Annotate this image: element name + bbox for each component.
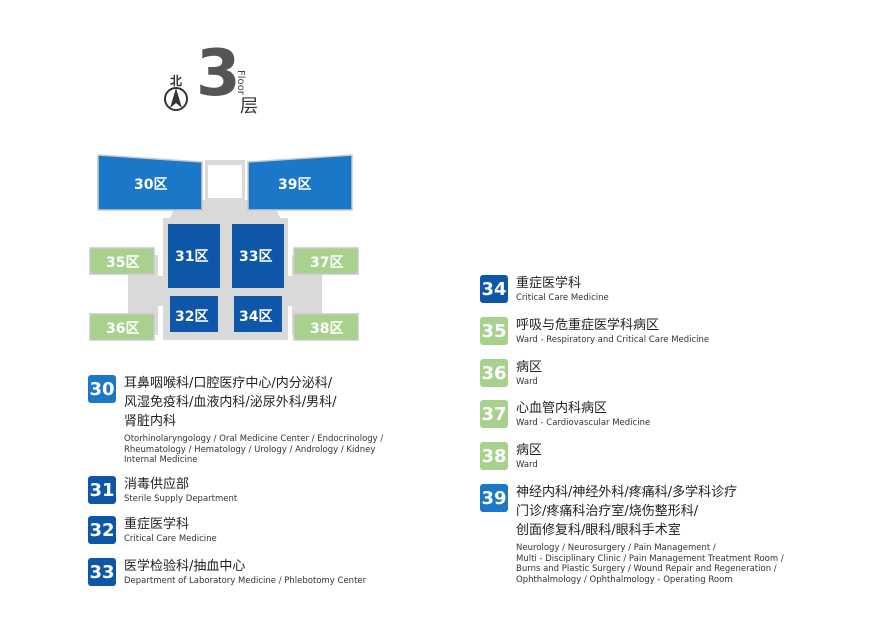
legend-badge: 36 [480, 359, 508, 387]
legend-badge: 34 [480, 275, 508, 303]
legend-cn: 神经内科/神经外科/疼痛科/多学科诊疗 [516, 485, 738, 500]
zone-37-label: 37区 [310, 255, 344, 271]
legend-en: Internal Medicine [124, 455, 198, 465]
legend-en: Neurology / Neurosurgery / Pain Manageme… [516, 543, 716, 553]
legend-en: Ophthalmology / Ophthalmology - Operatin… [516, 574, 733, 585]
legend-cn: 病区 [516, 360, 543, 375]
legend-cn: 医学检验科/抽血中心 [124, 559, 246, 574]
zone-36-shape [89, 313, 155, 341]
zone-38-shape [293, 313, 359, 341]
legend-item-37: 37 心血管内科病区 Ward - Cardiovascular Medicin… [480, 400, 650, 429]
legend-cn: 门诊/疼痛科治疗室/烧伤整形科/ [516, 504, 699, 519]
legend-en: Multi - Disciplinary Clinic / Pain Manag… [516, 553, 784, 564]
legend-en: Department of Laboratory Medicine / Phle… [124, 576, 367, 586]
zone-34-label: 34区 [239, 309, 273, 325]
legend-badge: 33 [88, 558, 116, 586]
zone-35-label: 35区 [106, 255, 140, 271]
floor-cn: 层 [240, 96, 258, 117]
legend-cn: 消毒供应部 [124, 477, 190, 492]
legend-item-33: 33 医学检验科/抽血中心 Department of Laboratory M… [88, 558, 366, 587]
legend-item-31: 31 消毒供应部 Sterile Supply Department [88, 476, 237, 505]
legend-cn: 耳鼻咽喉科/口腔医疗中心/内分泌科/ [124, 376, 333, 391]
legend-badge: 38 [480, 442, 508, 470]
legend-en: Burns and Plastic Surgery / Wound Repair… [516, 564, 777, 574]
legend-item-30: 30 耳鼻咽喉科/口腔医疗中心/内分泌科/ 风湿免疫科/血液内科/泌尿外科/男科… [88, 375, 383, 466]
floor-map: 30区 39区 31区 33区 32区 34区 35区 36区 37区 38区 [0, 0, 380, 360]
floor-header: 北 3 Floor 层 [158, 42, 278, 118]
legend-en: Ward - Respiratory and Critical Care Med… [516, 335, 710, 345]
legend-badge: 39 [480, 484, 508, 512]
zone-36-label: 36区 [106, 321, 140, 337]
legend-en: Otorhinolaryngology / Oral Medicine Cent… [124, 434, 384, 444]
legend-badge: 35 [480, 317, 508, 345]
legend-cn: 重症医学科 [124, 517, 190, 532]
legend-item-39: 39 神经内科/神经外科/疼痛科/多学科诊疗 门诊/疼痛科治疗室/烧伤整形科/ … [480, 484, 784, 585]
legend-cn: 创面修复科/眼科/眼科手术室 [516, 523, 681, 538]
legend-en: Ward [516, 460, 538, 470]
zone-39-shape [247, 154, 353, 211]
zone-33-shape [232, 224, 284, 288]
zone-31-shape [168, 224, 220, 288]
legend-cn: 呼吸与危重症医学科病区 [516, 318, 660, 333]
north-label: 北 [170, 74, 183, 88]
legend-item-35: 35 呼吸与危重症医学科病区 Ward - Respiratory and Cr… [480, 317, 709, 346]
legend-badge: 37 [480, 400, 508, 428]
zone-32-label: 32区 [175, 309, 209, 325]
legend-cn: 心血管内科病区 [516, 401, 608, 416]
legend-cn: 风湿免疫科/血液内科/泌尿外科/男科/ [124, 395, 337, 410]
legend-en: Critical Care Medicine [516, 293, 609, 303]
floor-plan [89, 154, 359, 341]
legend-badge: 31 [88, 476, 116, 504]
floor-number: 3 [196, 37, 241, 111]
legend-item-36: 36 病区 Ward [480, 359, 542, 388]
legend-en: Ward [516, 377, 538, 387]
zone-30-label: 30区 [134, 177, 168, 193]
legend-badge: 30 [88, 375, 116, 403]
zone-31-label: 31区 [175, 249, 209, 265]
zone-34-shape [234, 296, 282, 332]
zone-37-shape [293, 247, 359, 275]
legend-badge: 32 [88, 516, 116, 544]
legend-item-38: 38 病区 Ward [480, 442, 542, 471]
zone-38-label: 38区 [310, 321, 344, 337]
zone-30-shape [97, 154, 203, 211]
legend-item-34: 34 重症医学科 Critical Care Medicine [480, 275, 609, 304]
compass-icon [164, 87, 188, 111]
legend-en: Ward - Cardiovascular Medicine [516, 418, 651, 428]
zone-35-shape [89, 247, 155, 275]
zone-32-shape [170, 296, 218, 332]
zone-39-label: 39区 [278, 177, 312, 193]
legend-item-32: 32 重症医学科 Critical Care Medicine [88, 516, 217, 545]
zone-33-label: 33区 [239, 249, 273, 265]
legend-cn: 病区 [516, 443, 543, 458]
legend-cn: 重症医学科 [516, 276, 582, 291]
legend-en: Rheumatology / Hematology / Urology / An… [124, 444, 376, 455]
legend-en: Critical Care Medicine [124, 534, 217, 544]
legend-cn: 肾脏内科 [124, 414, 177, 429]
legend-en: Sterile Supply Department [124, 494, 238, 504]
